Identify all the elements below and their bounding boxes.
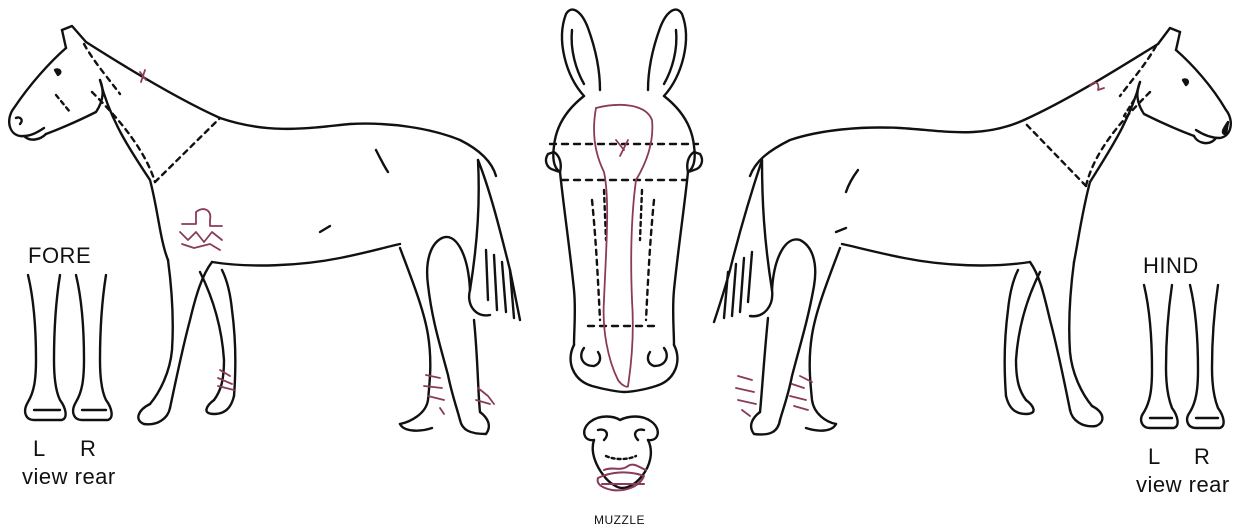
head-blaze-markings: [594, 105, 652, 387]
left-horse-icon: [9, 26, 520, 434]
fore-right-label: R: [80, 436, 96, 462]
hind-view-rear-label: view rear: [1136, 472, 1230, 498]
right-horse-markings: [736, 83, 1104, 416]
hind-legs-icon: [1141, 285, 1224, 428]
fore-legs-icon: [25, 275, 112, 420]
right-horse-icon: [714, 28, 1231, 434]
left-horse-markings: [140, 70, 494, 414]
muzzle-icon: [584, 417, 658, 489]
hind-label: HIND: [1143, 253, 1199, 279]
hind-left-label: L: [1148, 444, 1161, 470]
hind-right-label: R: [1194, 444, 1210, 470]
muzzle-label: MUZZLE: [594, 513, 645, 527]
head-front-icon: [546, 10, 702, 392]
fore-left-label: L: [33, 436, 46, 462]
fore-view-rear-label: view rear: [22, 464, 116, 490]
fore-label: FORE: [28, 243, 91, 269]
